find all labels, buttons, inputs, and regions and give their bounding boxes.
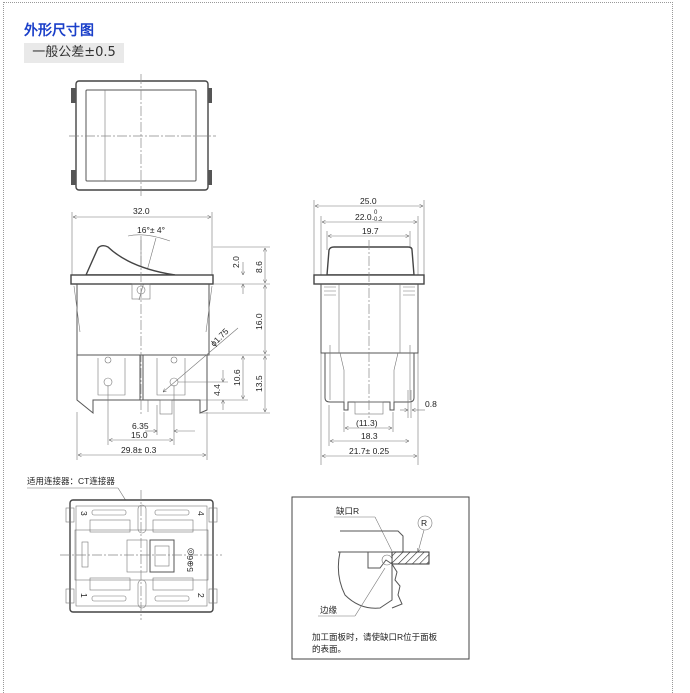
note-line-2: 的表面。 <box>312 644 346 654</box>
dim-4-4: 4.4 <box>212 384 222 396</box>
dim-13-5: 13.5 <box>254 375 264 392</box>
connector-label: 适用连接器：CT连接器 <box>27 476 115 486</box>
top-view <box>69 74 216 196</box>
edge-label: 边缘 <box>320 605 338 615</box>
dim-0-8: 0.8 <box>425 399 437 409</box>
dim-22-tol-lower: -0.2 <box>372 217 383 223</box>
dim-19-7: 19.7 <box>362 226 379 236</box>
dim-18-3: 18.3 <box>361 431 378 441</box>
tolerance-badge: 一般公差±0.5 <box>24 43 124 63</box>
terminal-4: 4 <box>196 511 206 516</box>
dim-29-8: 29.8± 0.3 <box>121 445 157 455</box>
dim-2-0: 2.0 <box>231 256 241 268</box>
page-title: 外形尺寸图 <box>24 23 94 39</box>
terminal-3: 3 <box>79 511 89 516</box>
dim-11-3: (11.3) <box>356 418 378 428</box>
dim-15: 15.0 <box>131 430 148 440</box>
notch-detail: 缺口R R 边缘 加工面板时，请使缺口R位于面板 的表面。 <box>291 496 470 660</box>
terminal-1: 1 <box>79 593 89 598</box>
bottom-view: 适用连接器：CT连接器 3 4 1 2 5⊕6◎ <box>27 476 222 620</box>
side-view: 25.0 22.0 0 -0.2 19.7 0.8 (11.3) 18.3 21… <box>313 196 437 465</box>
note-line-1: 加工面板时，请使缺口R位于面板 <box>312 632 438 642</box>
dim-10-6: 10.6 <box>232 369 242 386</box>
dim-21-7: 21.7± 0.25 <box>349 446 389 456</box>
r-symbol: R <box>421 518 427 528</box>
dim-32: 32.0 <box>133 206 150 216</box>
dim-22: 22.0 <box>355 212 372 222</box>
terminal-5-6: 5⊕6◎ <box>185 547 195 572</box>
dim-16: 16.0 <box>254 313 264 330</box>
dim-22-tol-upper: 0 <box>374 210 378 216</box>
front-view: 32.0 16°± 4° 2.0 8.6 16.0 13.5 10.6 4.4 … <box>70 206 270 460</box>
page-frame <box>3 2 673 693</box>
dim-angle: 16°± 4° <box>137 225 165 235</box>
notch-label: 缺口R <box>336 506 359 516</box>
dim-25: 25.0 <box>360 196 377 206</box>
terminal-2: 2 <box>196 593 206 598</box>
dim-8-6: 8.6 <box>254 261 264 273</box>
dim-6-35: 6.35 <box>132 421 149 431</box>
